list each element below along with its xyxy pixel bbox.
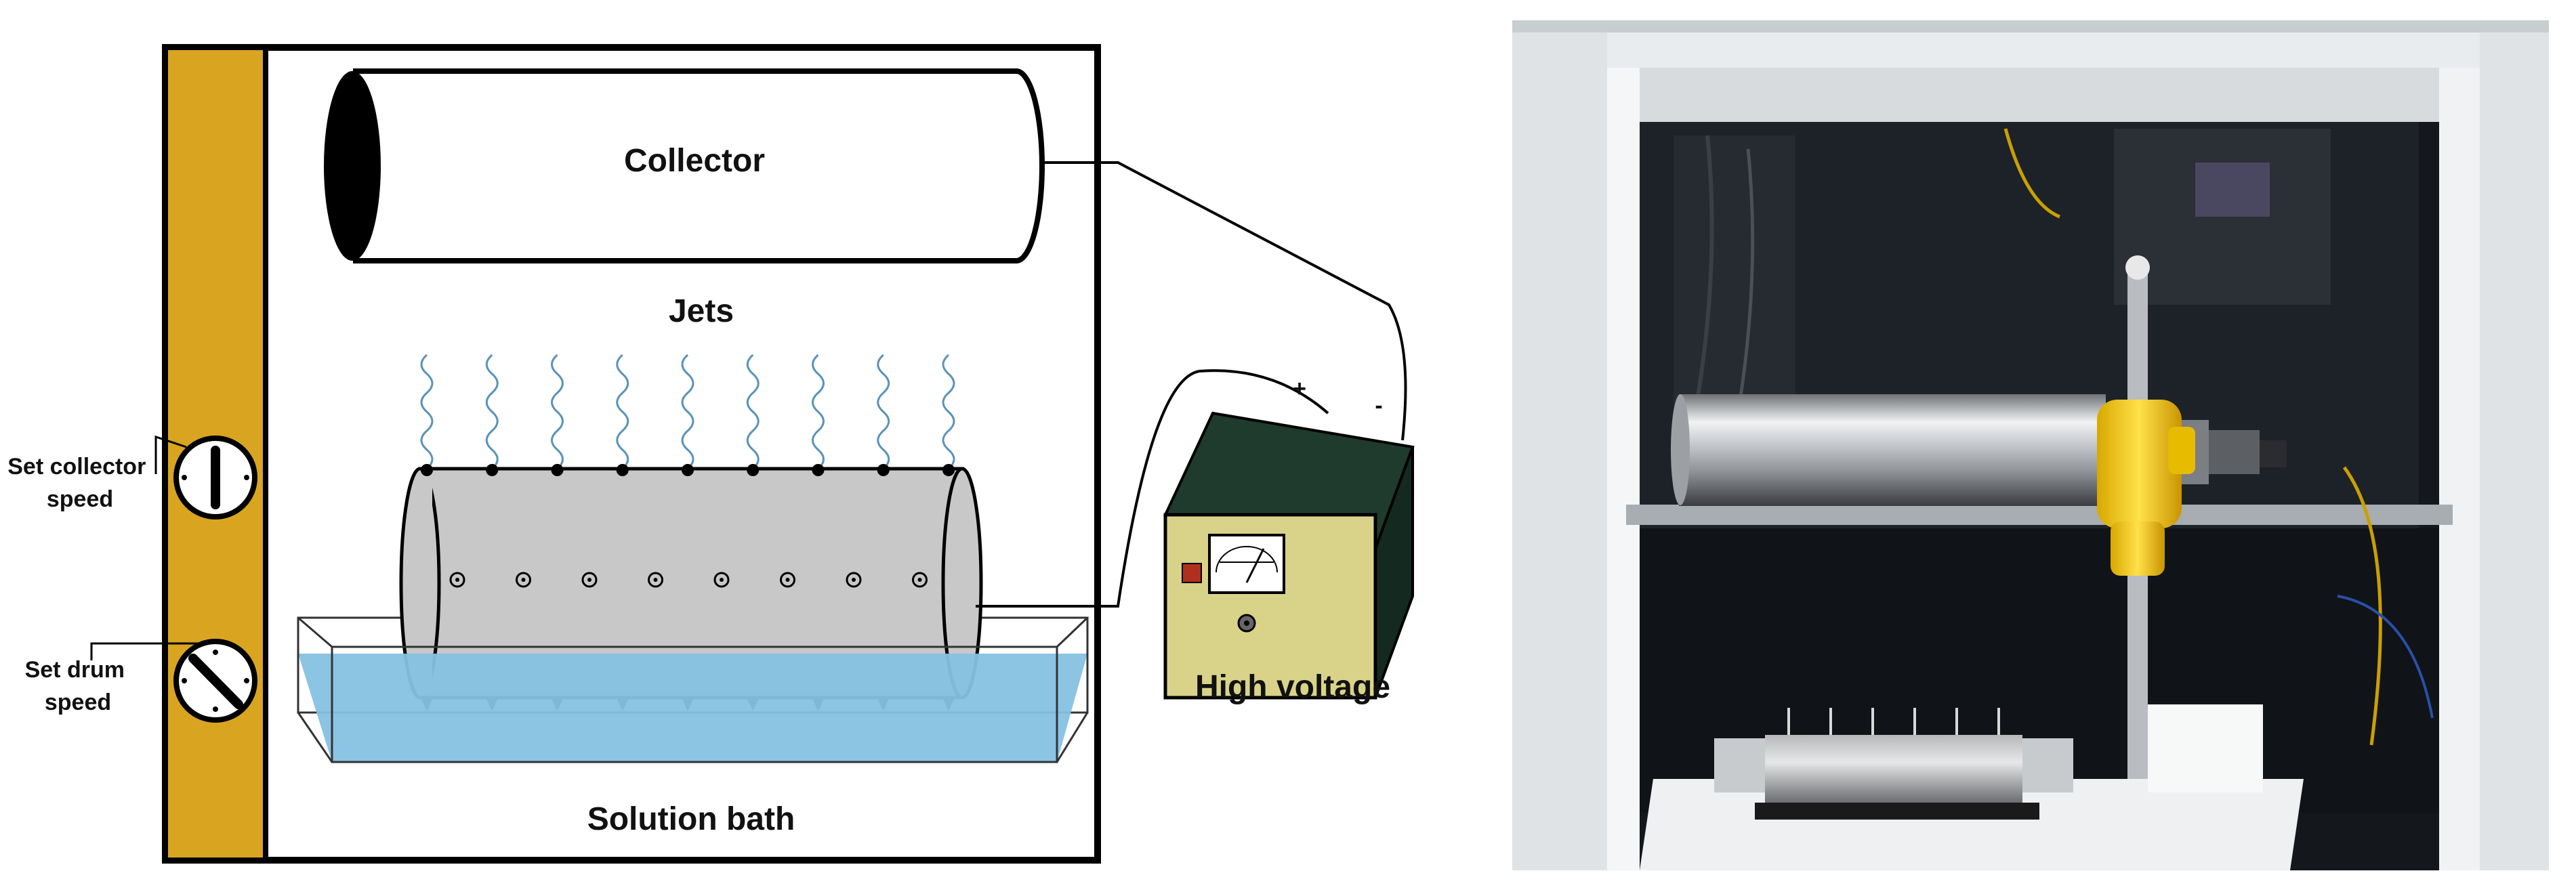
drum-hole: [516, 572, 531, 588]
collector-speed-leader: [154, 435, 187, 474]
set-drum-speed-label: Set drum speed: [25, 657, 131, 715]
photo-yellow-holder: [2097, 400, 2182, 528]
jet-line: [746, 354, 760, 470]
jets-group: [420, 354, 955, 470]
high-voltage-label: High voltage: [1195, 669, 1390, 705]
drum-hole: [648, 572, 663, 588]
drum-needle-tip: [551, 464, 564, 476]
drum-needle-tip: [747, 464, 760, 476]
set-collector-speed-label: Set collector speed: [7, 454, 152, 512]
drum-needle-tip: [486, 464, 499, 476]
drum-needle-tip: [421, 464, 433, 476]
drum-needle-tip: [682, 464, 694, 476]
collector-wire: [1042, 161, 1407, 441]
solution-bath-front: [297, 616, 1089, 763]
photo-needle-drum: [1765, 735, 2022, 803]
apparatus-photo: [1512, 20, 2549, 870]
drum-hole-center: [785, 578, 790, 582]
drum-hole: [449, 572, 465, 588]
drum-needle-tip: [942, 464, 955, 476]
minus-terminal-label: -: [1375, 393, 1382, 419]
drum-hole: [780, 572, 795, 588]
photo-frame-right: [2480, 20, 2549, 870]
jet-line: [616, 354, 629, 470]
photo-collector-cylinder: [1679, 394, 2106, 506]
drum-hole: [846, 572, 862, 588]
photo-frame-left: [1512, 20, 1607, 870]
schematic-diagram: Collector Jets Solution bath: [7, 44, 1415, 864]
plus-terminal-label: +: [1293, 376, 1306, 402]
drum-hole: [912, 572, 928, 588]
collector-cylinder: [324, 68, 1045, 263]
solution-bath-liquid: [298, 654, 1087, 762]
drum-speed-leader: [90, 642, 210, 660]
jet-line: [942, 354, 955, 470]
drum-hole-center: [653, 578, 658, 582]
jet-line: [681, 354, 694, 470]
jet-line: [420, 354, 434, 470]
drum-speed-dial: [173, 639, 257, 723]
drum-hole: [581, 572, 598, 588]
photo-needles: [1787, 708, 2000, 735]
drum-needle-tip: [877, 464, 890, 476]
drum-hole-center: [917, 578, 922, 582]
drum-needle-tip: [812, 464, 825, 476]
drum-wire: [976, 369, 1329, 608]
collector-speed-dial: [173, 436, 257, 520]
jet-line: [551, 354, 564, 470]
jet-line: [812, 354, 825, 470]
drum-hole-center: [852, 578, 856, 582]
drum-hole-center: [587, 578, 591, 582]
jets-label: Jets: [669, 293, 734, 329]
drum-needle-tip: [616, 464, 629, 476]
collector-label: Collector: [624, 143, 765, 179]
drum-hole-center: [455, 578, 459, 582]
drum-hole-center: [720, 578, 724, 582]
high-voltage-supply: [1163, 411, 1415, 700]
drum-hole-center: [521, 578, 526, 582]
drum-hole: [713, 572, 730, 588]
jet-line: [877, 354, 890, 470]
drum-needle-holes: [449, 572, 928, 588]
solution-bath-label: Solution bath: [587, 801, 795, 837]
jet-line: [485, 354, 499, 470]
